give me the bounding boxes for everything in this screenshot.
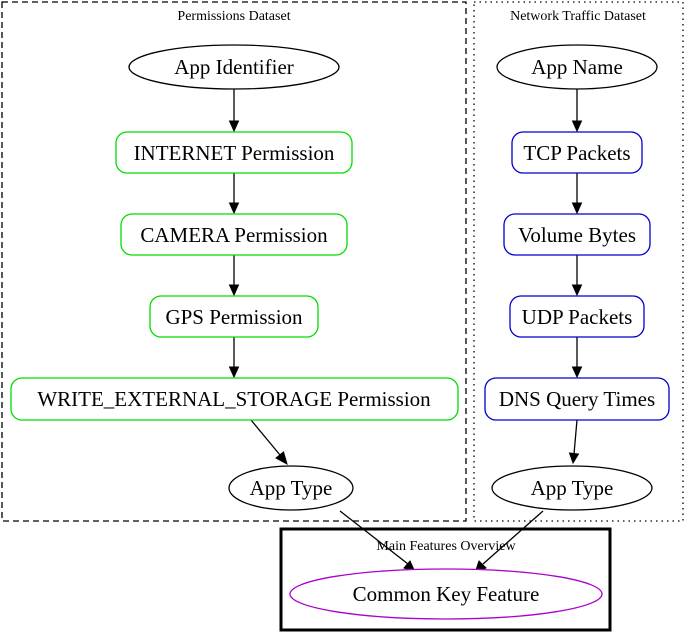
node-app-type-right: App Type [491,465,653,511]
cluster-permissions-dataset: Permissions Dataset [1,1,467,522]
node-tcp-packets-label: TCP Packets [523,141,630,165]
edge-apptype-right-common [482,510,544,565]
cluster-network-label: Network Traffic Dataset [510,9,646,24]
edges [228,89,583,574]
node-app-type-left-label: App Type [250,476,333,500]
node-write-external-storage-label: WRITE_EXTERNAL_STORAGE Permission [37,387,431,411]
edge-apptype-left-common [339,510,409,565]
node-volume-bytes: Volume Bytes [503,213,651,256]
node-dns-query-times: DNS Query Times [484,377,670,421]
node-volume-bytes-label: Volume Bytes [518,223,636,247]
node-udp-packets: UDP Packets [509,295,645,338]
node-app-name: App Name [496,44,658,90]
edge-dns-apptype [573,419,578,455]
node-gps-permission: GPS Permission [149,295,319,338]
edge-write-apptype [250,419,281,456]
node-udp-packets-label: UDP Packets [522,305,633,329]
cluster-network-traffic-dataset: Network Traffic Dataset [473,1,684,522]
cluster-main-label: Main Features Overview [376,539,516,554]
cluster-main-features-overview: Main Features Overview [279,527,612,632]
node-common-key-feature-label: Common Key Feature [353,582,540,606]
node-app-identifier-label: App Identifier [174,55,294,79]
cluster-permissions-label: Permissions Dataset [177,9,290,24]
node-internet-permission-label: INTERNET Permission [134,141,335,165]
node-app-type-right-label: App Type [531,476,614,500]
node-app-name-label: App Name [531,55,623,79]
node-dns-query-times-label: DNS Query Times [499,387,655,411]
node-camera-permission: CAMERA Permission [120,213,348,256]
node-app-identifier: App Identifier [128,44,340,90]
node-app-type-left: App Type [228,465,354,511]
node-common-key-feature: Common Key Feature [289,568,603,620]
node-camera-permission-label: CAMERA Permission [140,223,328,247]
node-internet-permission: INTERNET Permission [115,131,353,174]
node-gps-permission-label: GPS Permission [165,305,303,329]
node-write-external-storage-permission: WRITE_EXTERNAL_STORAGE Permission [10,377,459,421]
node-tcp-packets: TCP Packets [511,131,643,174]
